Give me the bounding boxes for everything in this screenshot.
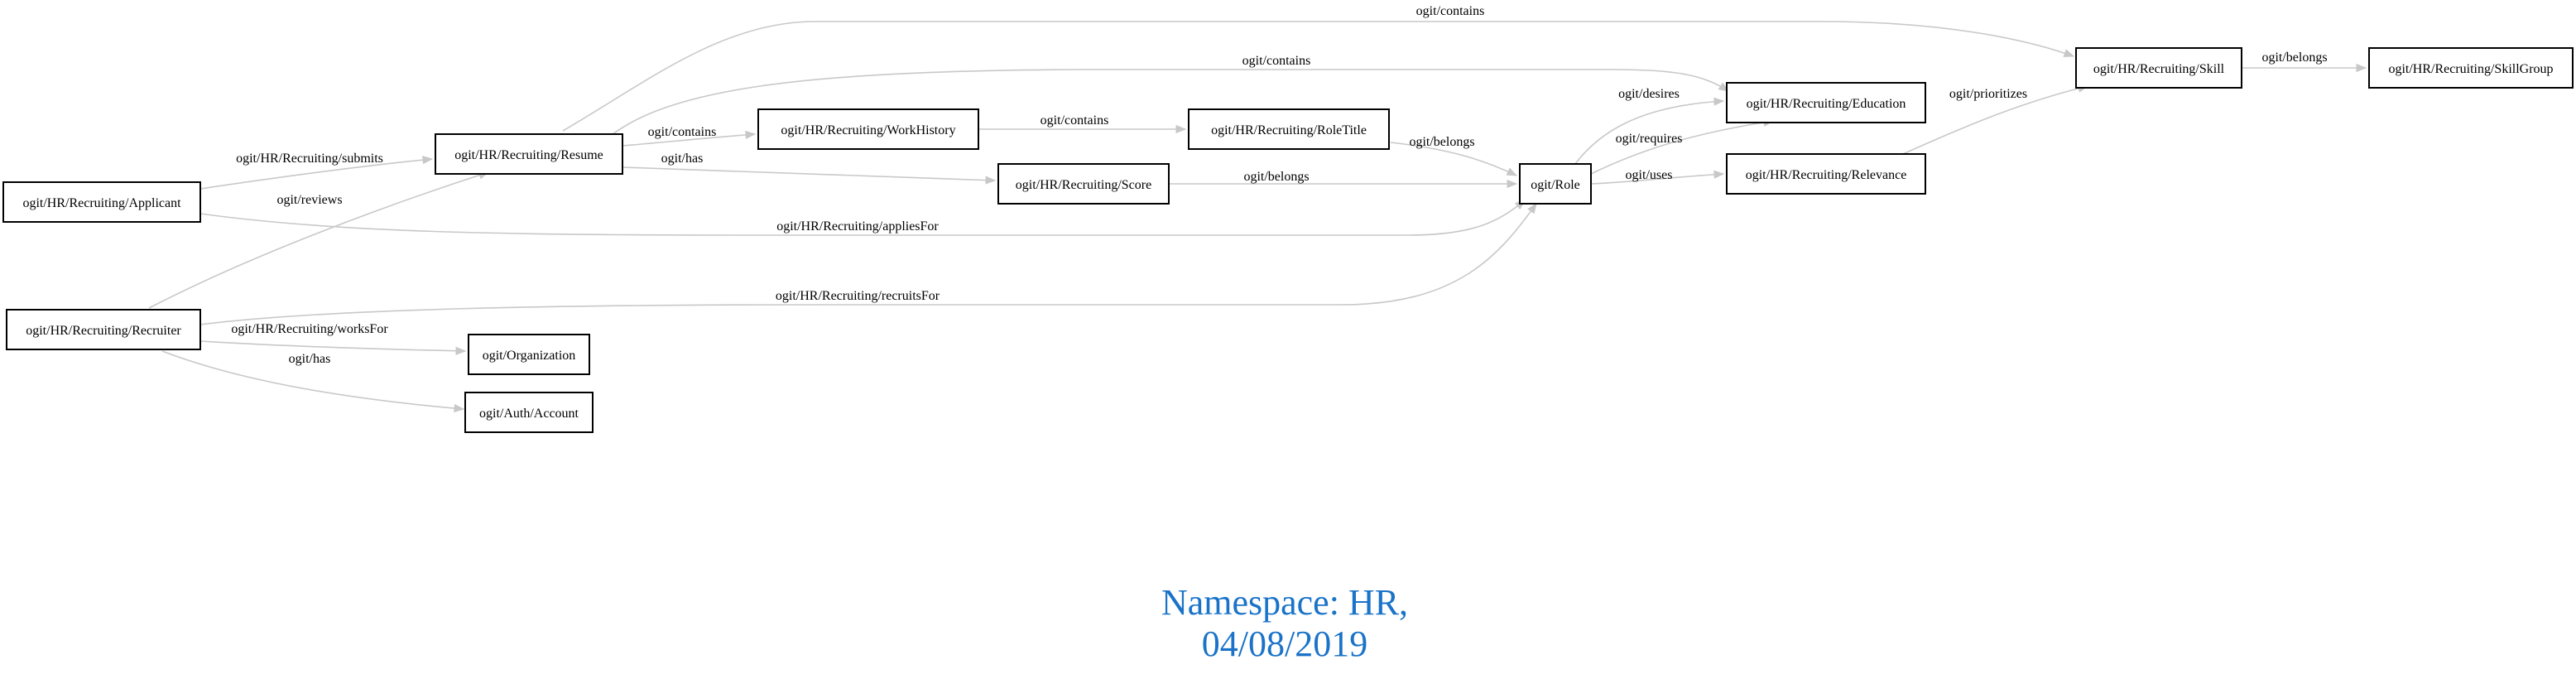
edge-applicant-appliesfor-role — [199, 200, 1526, 236]
node-education-label: ogit/HR/Recruiting/Education — [1747, 97, 1906, 111]
edge-resume-contains-education — [603, 69, 1730, 142]
edge-label-resume-has-score: ogit/has — [661, 152, 704, 166]
edge-label-applicant-appliesfor-role: ogit/HR/Recruiting/appliesFor — [776, 219, 939, 234]
node-workhistory-label: ogit/HR/Recruiting/WorkHistory — [781, 123, 955, 137]
edge-label-recruiter-recruitsfor-role: ogit/HR/Recruiting/recruitsFor — [776, 289, 940, 303]
node-skill[interactable]: ogit/HR/Recruiting/Skill — [2075, 47, 2242, 89]
node-relevance-label: ogit/HR/Recruiting/Relevance — [1746, 168, 1907, 182]
edge-label-role-desires-education: ogit/desires — [1618, 87, 1680, 101]
edge-recruiter-recruitsfor-role — [199, 202, 1537, 325]
node-roletitle[interactable]: ogit/HR/Recruiting/RoleTitle — [1188, 108, 1390, 150]
edge-relevance-prioritizes-skill — [1895, 84, 2089, 158]
node-applicant-label: ogit/HR/Recruiting/Applicant — [22, 196, 181, 210]
node-workhistory[interactable]: ogit/HR/Recruiting/WorkHistory — [757, 108, 979, 150]
node-role-label: ogit/Role — [1531, 178, 1580, 192]
node-score[interactable]: ogit/HR/Recruiting/Score — [997, 163, 1170, 205]
edge-label-role-requires-education: ogit/requires — [1616, 132, 1683, 146]
node-account[interactable]: ogit/Auth/Account — [464, 392, 594, 433]
node-relevance[interactable]: ogit/HR/Recruiting/Relevance — [1726, 153, 1926, 195]
node-applicant[interactable]: ogit/HR/Recruiting/Applicant — [2, 181, 201, 223]
node-skill-label: ogit/HR/Recruiting/Skill — [2093, 62, 2225, 76]
edge-label-relevance-prioritizes-skill: ogit/prioritizes — [1949, 87, 2027, 101]
node-organization[interactable]: ogit/Organization — [468, 334, 590, 375]
edge-label-roletitle-belongs-role: ogit/belongs — [1409, 135, 1474, 149]
edge-role-uses-relevance — [1590, 170, 1725, 185]
edge-recruiter-reviews-resume — [148, 171, 490, 309]
edge-label-resume-contains-workhistory: ogit/contains — [648, 125, 717, 139]
caption-namespace: Namespace: HR, — [1161, 582, 1408, 623]
node-resume[interactable]: ogit/HR/Recruiting/Resume — [435, 133, 623, 175]
edge-roletitle-belongs-role — [1390, 142, 1518, 176]
edge-applicant-submits-resume — [199, 156, 434, 190]
node-recruiter[interactable]: ogit/HR/Recruiting/Recruiter — [6, 309, 201, 350]
node-skillgroup-label: ogit/HR/Recruiting/SkillGroup — [2388, 62, 2553, 76]
edge-label-recruiter-reviews-resume: ogit/reviews — [276, 193, 342, 207]
node-score-label: ogit/HR/Recruiting/Score — [1016, 178, 1151, 192]
edge-recruiter-has-account — [161, 350, 465, 413]
edge-role-desires-education — [1572, 97, 1725, 168]
edge-resume-has-score — [622, 166, 997, 185]
edge-label-score-belongs-role: ogit/belongs — [1243, 170, 1309, 184]
node-resume-label: ogit/HR/Recruiting/Resume — [454, 148, 603, 162]
edge-label-role-uses-relevance: ogit/uses — [1626, 168, 1673, 182]
edge-label-resume-contains-education: ogit/contains — [1242, 54, 1311, 68]
edge-resume-contains-workhistory — [622, 130, 757, 147]
edge-recruiter-worksfor-organization — [199, 340, 467, 355]
node-education[interactable]: ogit/HR/Recruiting/Education — [1726, 82, 1926, 123]
edge-label-workhistory-contains-roletitle: ogit/contains — [1040, 113, 1109, 128]
node-recruiter-label: ogit/HR/Recruiting/Recruiter — [26, 324, 181, 338]
node-skillgroup[interactable]: ogit/HR/Recruiting/SkillGroup — [2368, 47, 2574, 89]
edge-label-skill-belongs-skillgroup: ogit/belongs — [2261, 51, 2327, 65]
node-role[interactable]: ogit/Role — [1519, 163, 1592, 205]
node-account-label: ogit/Auth/Account — [479, 407, 579, 421]
edge-label-resume-contains-skill: ogit/contains — [1416, 4, 1485, 18]
edge-resume-contains-skill — [562, 21, 2075, 132]
caption-date: 04/08/2019 — [1202, 624, 1367, 664]
node-roletitle-label: ogit/HR/Recruiting/RoleTitle — [1211, 123, 1367, 137]
node-organization-label: ogit/Organization — [483, 349, 576, 363]
edge-label-recruiter-has-account: ogit/has — [289, 352, 331, 366]
edge-role-requires-education — [1590, 118, 1775, 175]
edge-label-applicant-submits-resume: ogit/HR/Recruiting/submits — [236, 152, 383, 166]
edge-label-recruiter-worksfor-organization: ogit/HR/Recruiting/worksFor — [231, 322, 388, 336]
